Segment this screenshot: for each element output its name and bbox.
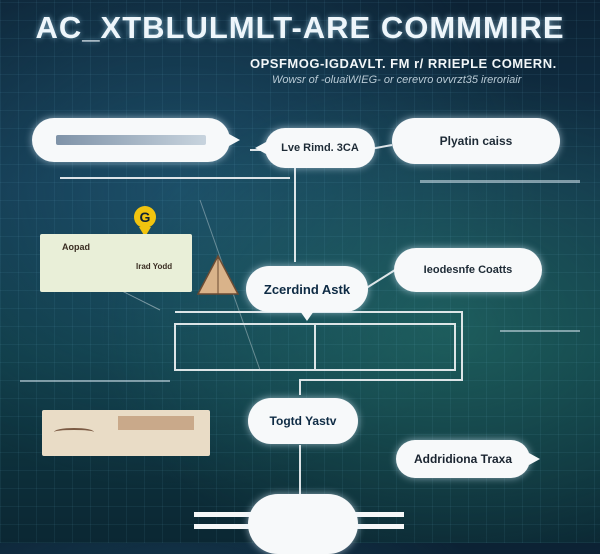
node-top-left-bar [56, 135, 206, 145]
map-pin-icon: G [134, 206, 156, 237]
page-title: AC_XTBLULMLT-ARE COMMMIRE [35, 10, 565, 45]
mountain-icon [196, 254, 240, 295]
node-center: Zcerdind Astk [246, 266, 368, 321]
page-subtitle: OPSFMOG-IGDAVLT. FM r/ RRIEPLE COMERN. [250, 56, 557, 71]
node-center-low: Togtd Yastv [248, 398, 358, 444]
node-bottom-right: Addridiona Traxa [396, 440, 540, 478]
node-top-right: Plyatin caiss [392, 118, 560, 164]
node-top-center: Lve Rimd. 3CA [255, 128, 375, 168]
node-bottom [248, 494, 358, 554]
left-low-card-bar [118, 416, 194, 430]
node-right-mid: Ieodesnfe Coatts [394, 248, 542, 292]
left-card: Aopad Irad Yodd [40, 234, 192, 292]
left-card-label: Aopad [62, 242, 90, 252]
node-top-left [32, 118, 240, 162]
left-low-card-wave-icon [54, 428, 94, 436]
left-low-card [42, 410, 210, 456]
page-caption: Wowsr of -oluaiWIEG- or cerevro ovvrzt35… [272, 74, 522, 86]
left-card-sub: Irad Yodd [136, 262, 173, 271]
